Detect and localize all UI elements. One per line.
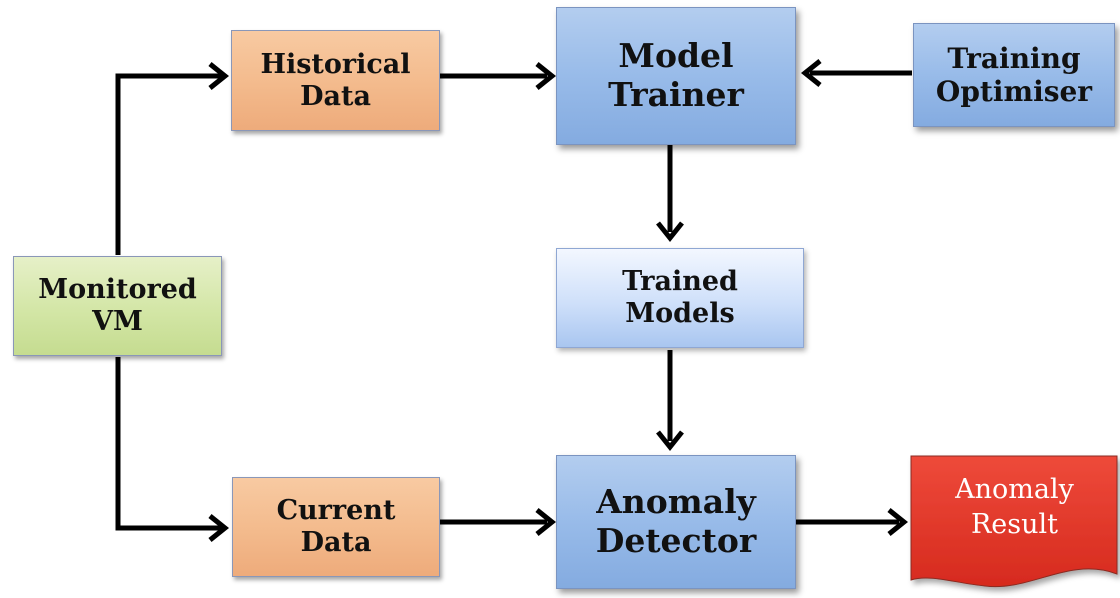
arrowhead-detector-top [656, 430, 684, 452]
current-data-line2: Data [300, 527, 372, 558]
monitored-vm-box: Monitored VM [13, 256, 222, 356]
trained-models-box: Trained Models [556, 248, 804, 348]
current-data-line1: Current [276, 495, 396, 527]
anomaly-result-document-shape [910, 455, 1118, 588]
arrowhead-models [656, 221, 684, 243]
vm-to-historical-connector [115, 73, 222, 255]
model-trainer-box: Model Trainer [556, 7, 796, 145]
arrowhead-trainer-right [800, 59, 822, 87]
model-trainer-line1: Model [618, 36, 734, 76]
arrowhead-result [887, 508, 909, 536]
arrowhead-historical [208, 62, 230, 90]
anomaly-result-line2: Result [970, 509, 1059, 541]
anomaly-detector-line2: Detector [595, 521, 757, 560]
training-optimiser-line2: Optimiser [935, 75, 1093, 108]
model-trainer-line2: Trainer [608, 75, 744, 114]
trained-models-line2: Models [625, 298, 735, 329]
historical-data-box: Historical Data [231, 30, 440, 131]
training-optimiser-line1: Training [947, 41, 1081, 75]
current-data-box: Current Data [232, 477, 440, 577]
monitored-vm-line2: VM [92, 306, 143, 337]
monitored-vm-line1: Monitored [38, 274, 197, 306]
anomaly-detector-box: Anomaly Detector [556, 455, 796, 589]
training-optimiser-box: Training Optimiser [913, 23, 1115, 127]
vm-to-current-connector [115, 357, 222, 531]
historical-data-line2: Data [300, 80, 371, 112]
arrowhead-current [208, 514, 230, 542]
trained-models-line1: Trained [622, 266, 738, 298]
historical-data-line1: Historical [260, 48, 411, 80]
anomaly-detector-line1: Anomaly [596, 482, 756, 522]
anomaly-result-line1: Anomaly [955, 474, 1074, 505]
arrowhead-trainer-left [535, 62, 557, 90]
anomaly-result-label: Anomaly Result [909, 472, 1120, 542]
arrowhead-detector-left [535, 508, 557, 536]
